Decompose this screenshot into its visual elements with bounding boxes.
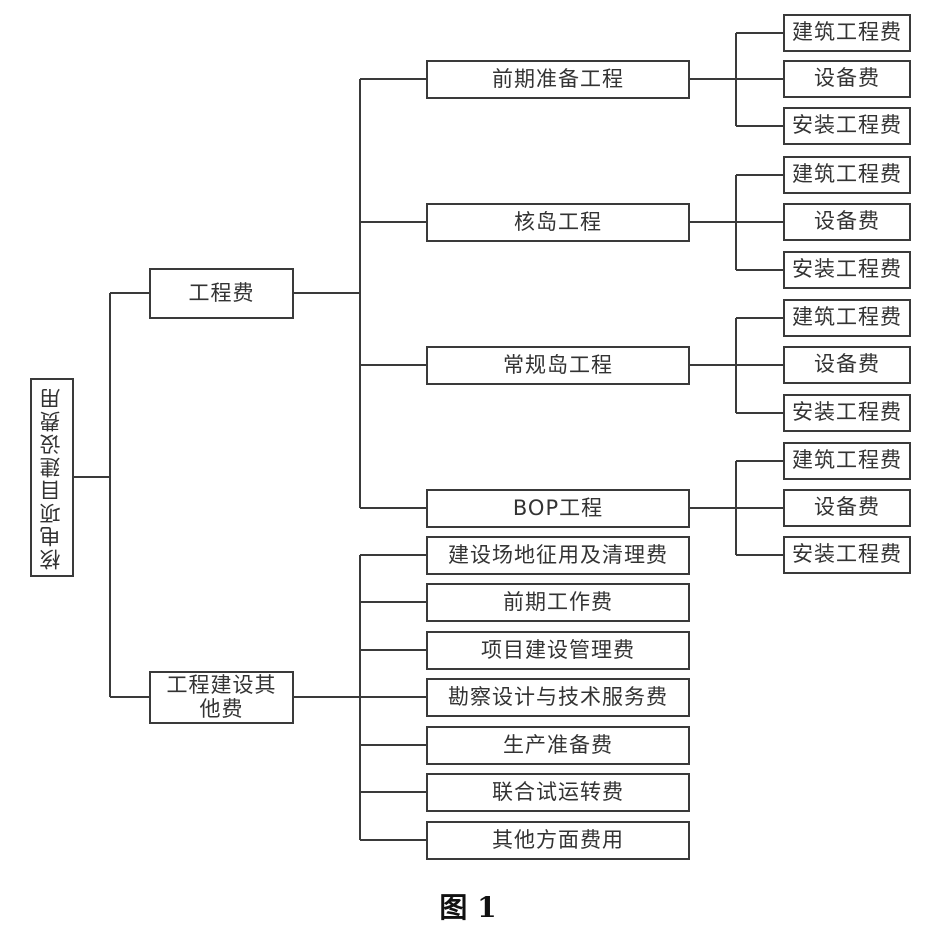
leaf-construction-cost: 建筑工程费 bbox=[783, 14, 911, 52]
engineering-item-nuclear-island: 核岛工程 bbox=[426, 203, 690, 242]
leaf-equipment-cost: 设备费 bbox=[783, 346, 911, 384]
other-cost-item: 前期工作费 bbox=[426, 583, 690, 622]
leaf-equipment-cost: 设备费 bbox=[783, 489, 911, 527]
leaf-construction-cost: 建筑工程费 bbox=[783, 442, 911, 480]
other-cost-item: 其他方面费用 bbox=[426, 821, 690, 860]
other-cost-item: 项目建设管理费 bbox=[426, 631, 690, 670]
engineering-item-preparation: 前期准备工程 bbox=[426, 60, 690, 99]
leaf-construction-cost: 建筑工程费 bbox=[783, 156, 911, 194]
root-node-label: 核电项目建设费用 bbox=[39, 385, 64, 570]
leaf-installation-cost: 安装工程费 bbox=[783, 394, 911, 432]
engineering-item-bop: BOP工程 bbox=[426, 489, 690, 528]
leaf-construction-cost: 建筑工程费 bbox=[783, 299, 911, 337]
leaf-installation-cost: 安装工程费 bbox=[783, 251, 911, 289]
engineering-item-conventional-island: 常规岛工程 bbox=[426, 346, 690, 385]
other-cost-item: 建设场地征用及清理费 bbox=[426, 536, 690, 575]
other-cost-item: 勘察设计与技术服务费 bbox=[426, 678, 690, 717]
root-node: 核电项目建设费用 bbox=[30, 378, 74, 577]
leaf-installation-cost: 安装工程费 bbox=[783, 536, 911, 574]
engineering-cost-node: 工程费 bbox=[149, 268, 294, 319]
other-cost-node: 工程建设其他费 bbox=[149, 671, 294, 724]
figure-caption: 图 1 bbox=[439, 891, 497, 924]
other-cost-item: 生产准备费 bbox=[426, 726, 690, 765]
leaf-equipment-cost: 设备费 bbox=[783, 60, 911, 98]
leaf-equipment-cost: 设备费 bbox=[783, 203, 911, 241]
other-cost-item: 联合试运转费 bbox=[426, 773, 690, 812]
leaf-installation-cost: 安装工程费 bbox=[783, 107, 911, 145]
